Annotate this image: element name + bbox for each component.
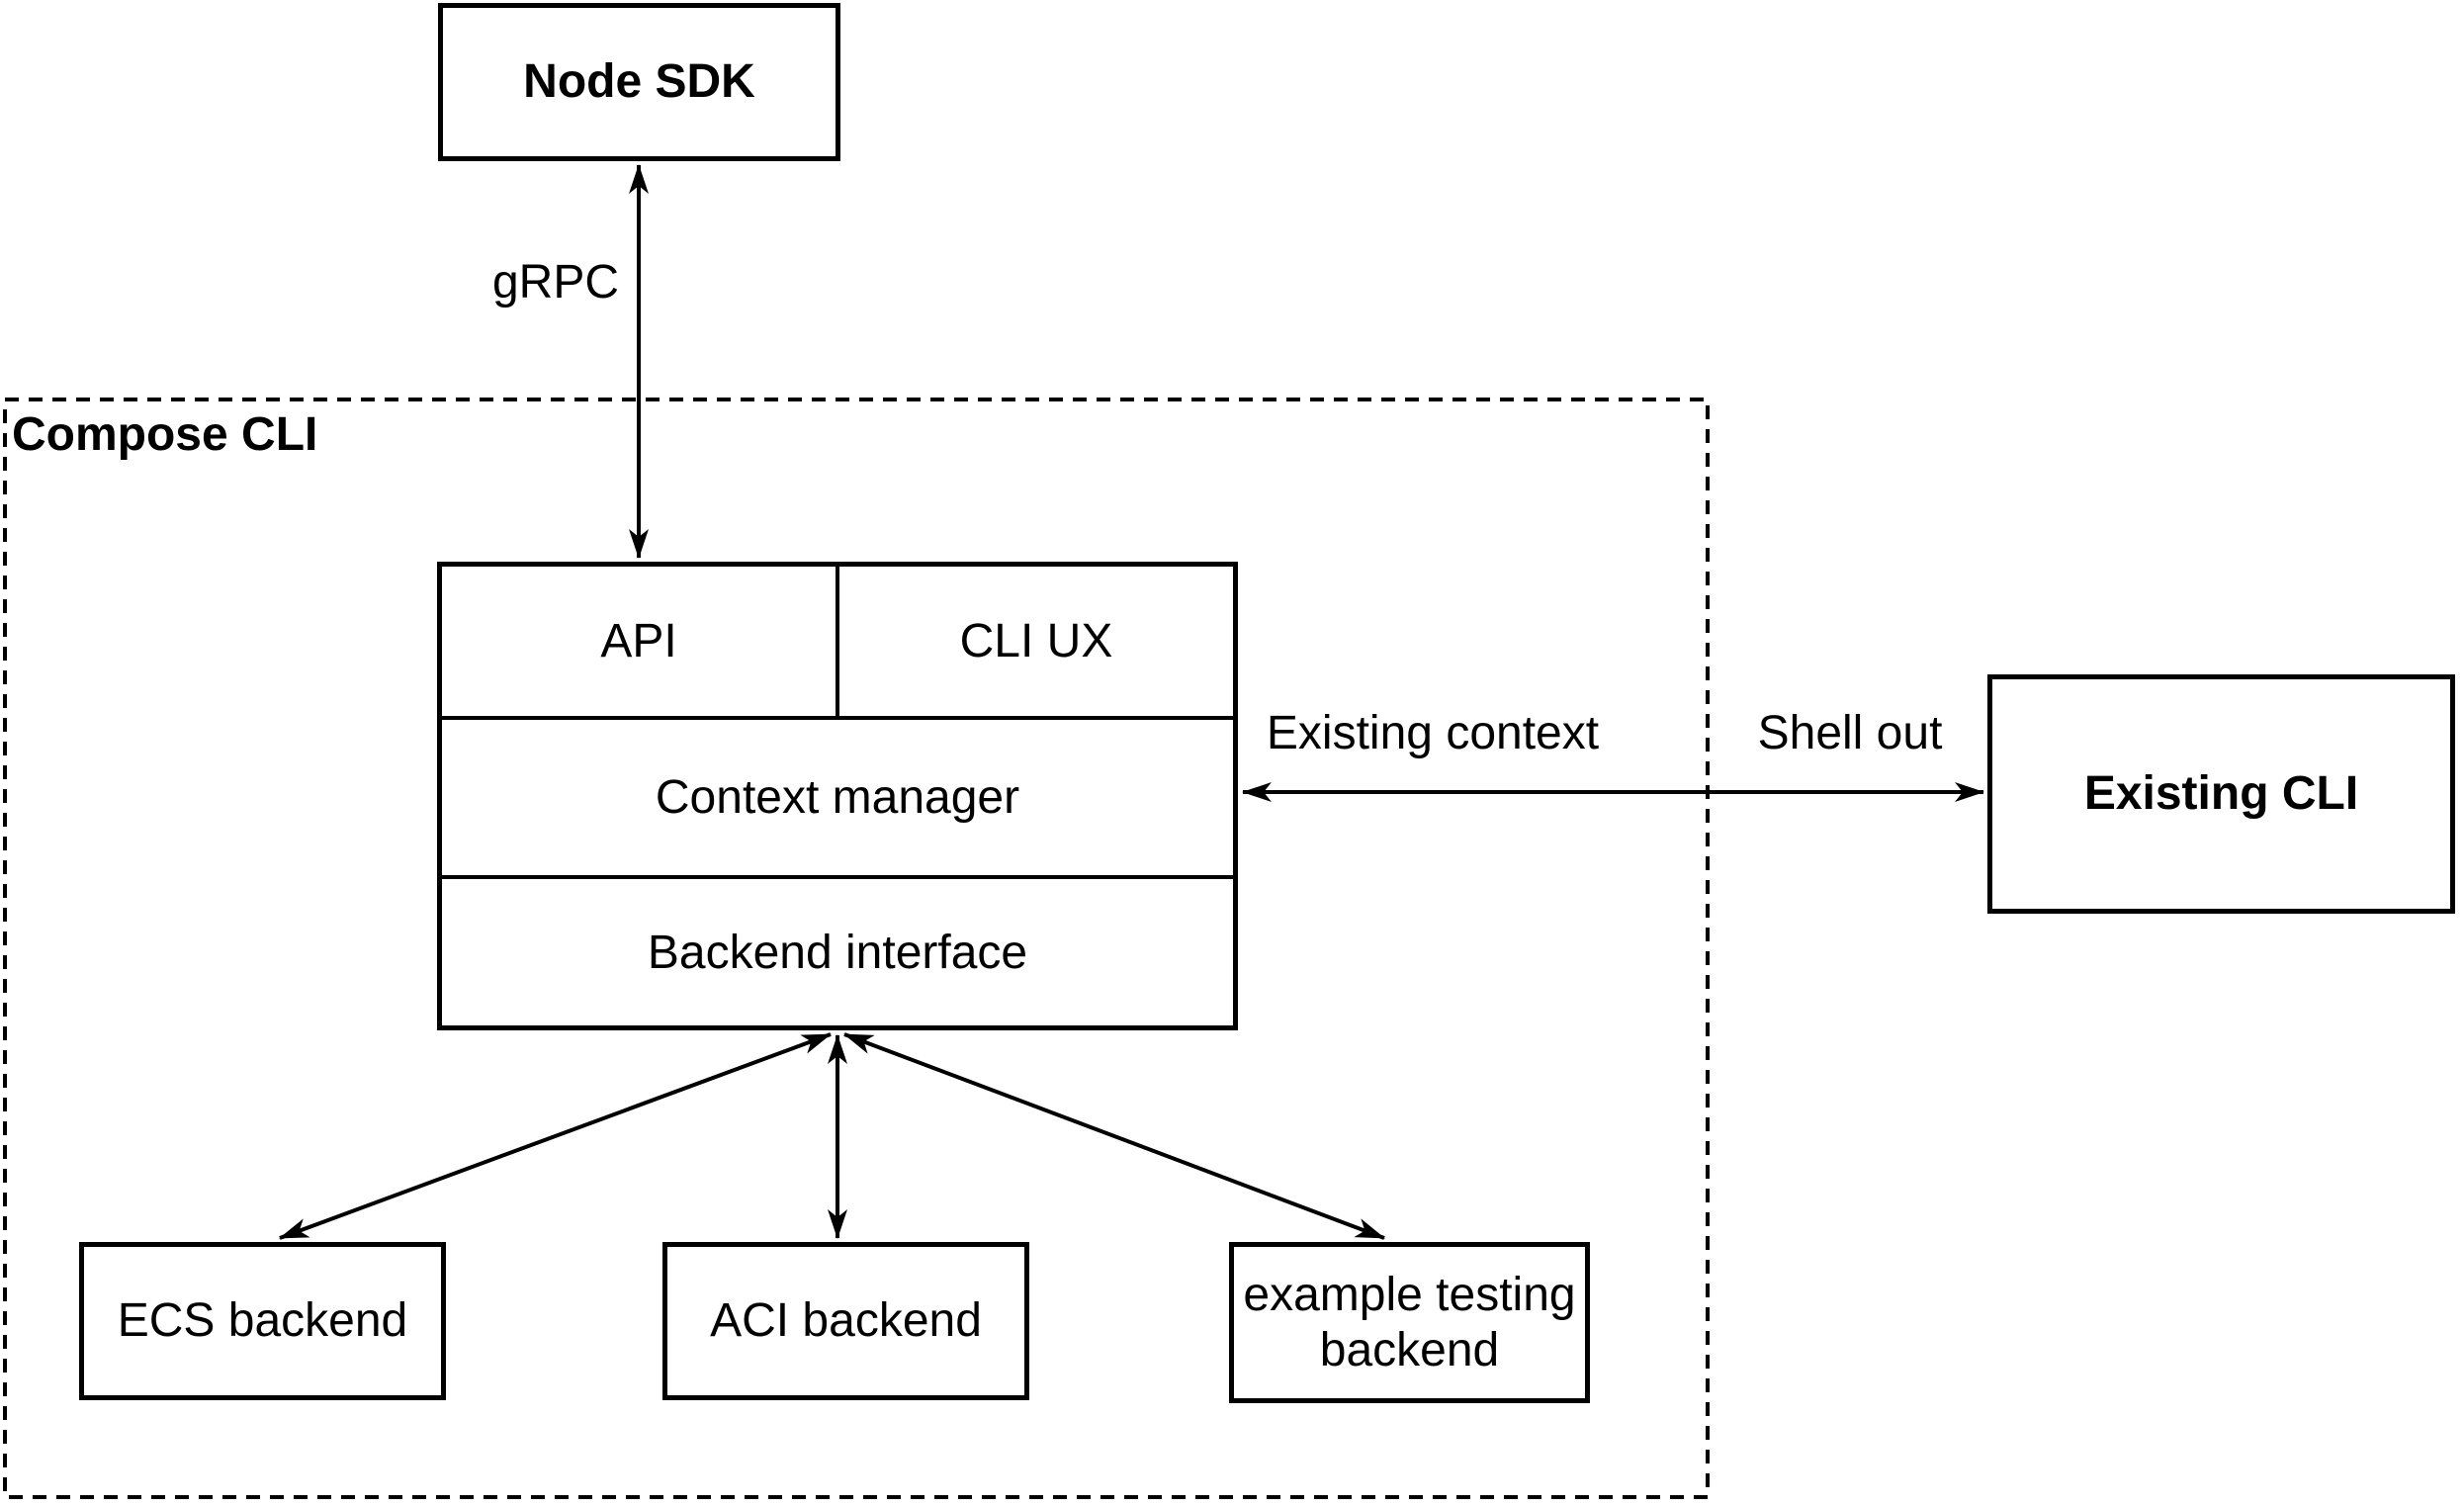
existing-cli-box: Existing CLI [1987, 674, 2455, 914]
shell-out-edge-label: Shell out [1755, 706, 1945, 761]
backend-to-ecs-arrow [279, 1032, 832, 1240]
aci-backend-label: ACI backend [710, 1294, 982, 1348]
backend-interface-label: Backend interface [647, 926, 1028, 979]
grpc-edge-label: gRPC [489, 255, 622, 310]
backend-to-example-arrow [843, 1032, 1385, 1240]
aci-backend-box: ACI backend [662, 1242, 1029, 1400]
api-label: API [600, 615, 677, 667]
ecs-backend-box: ECS backend [79, 1242, 446, 1400]
node-sdk-label: Node SDK [523, 55, 755, 109]
api-cell: API [442, 567, 839, 716]
cli-ux-label: CLI UX [959, 615, 1113, 667]
context-manager-label: Context manager [655, 771, 1020, 824]
existing-cli-label: Existing CLI [2083, 767, 2359, 821]
example-testing-backend-box: example testing backend [1229, 1242, 1590, 1403]
backend-interface-cell: Backend interface [442, 879, 1233, 1025]
stack-top-row: API CLI UX [442, 567, 1233, 720]
context-manager-cell: Context manager [442, 720, 1233, 879]
example-testing-backend-label: example testing backend [1243, 1269, 1576, 1376]
compose-cli-group-label: Compose CLI [12, 408, 318, 461]
ecs-backend-label: ECS backend [117, 1294, 408, 1348]
existing-context-edge-label: Existing context [1264, 706, 1602, 761]
compose-cli-stack-box: API CLI UX Context manager Backend inter… [437, 562, 1238, 1030]
cli-ux-cell: CLI UX [839, 567, 1233, 716]
node-sdk-box: Node SDK [438, 3, 840, 161]
